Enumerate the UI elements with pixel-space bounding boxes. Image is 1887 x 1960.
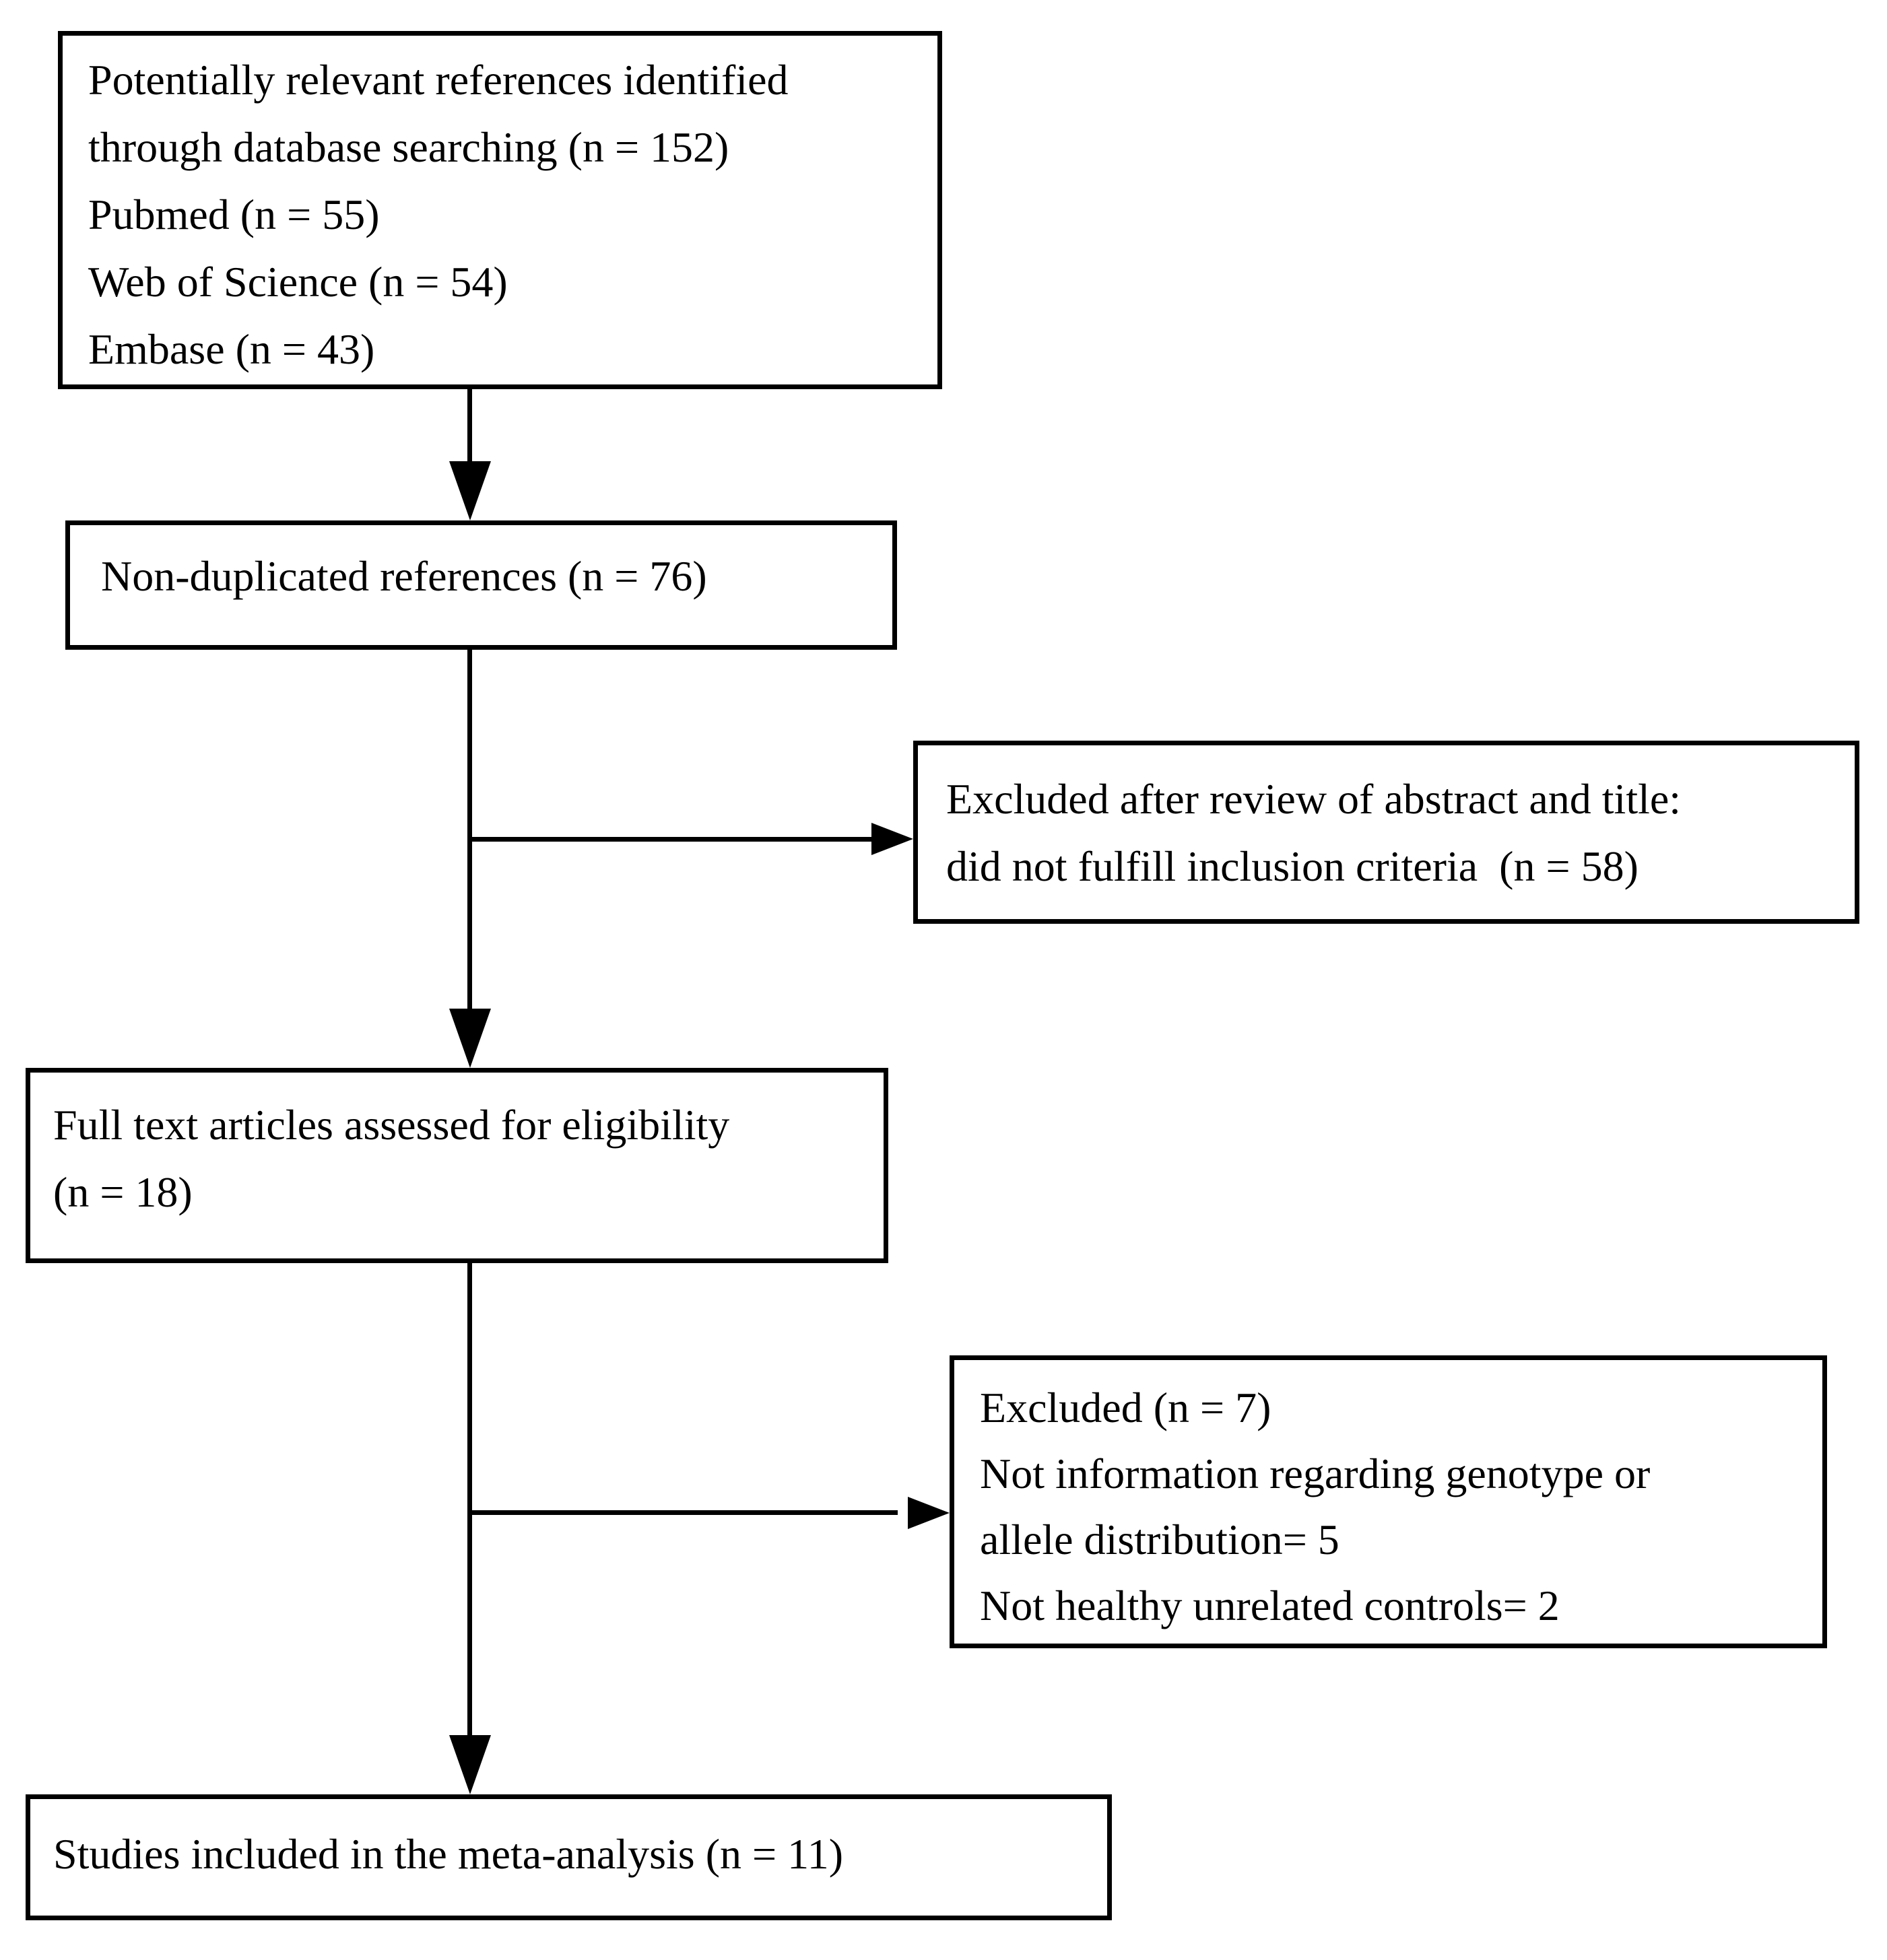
arrowhead-down-1 (449, 461, 491, 520)
connector-line-down-2 (467, 648, 472, 1015)
box-text-line: allele distribution= 5 (980, 1516, 1339, 1563)
deduplication-box: Non-duplicated references (n = 76) (65, 520, 897, 650)
fulltext-assessment-box: Full text articles assessed for eligibil… (26, 1068, 888, 1263)
included-studies-box: Studies included in the meta-analysis (n… (26, 1794, 1112, 1920)
box-text-line: Full text articles assessed for eligibil… (53, 1101, 730, 1149)
box-text-line: Not healthy unrelated controls= 2 (980, 1582, 1560, 1629)
abstract-exclusion-box: Excluded after review of abstract and ti… (913, 741, 1859, 924)
connector-line-down-1 (467, 386, 472, 471)
arrowhead-down-3 (449, 1735, 491, 1794)
connector-line-branch-1 (470, 837, 878, 842)
box-text-line: did not fulfill inclusion criteria (n = … (946, 842, 1638, 890)
arrowhead-right-1 (871, 823, 913, 855)
box-text-line: Not information regarding genotype or (980, 1450, 1651, 1497)
box-text-line: Excluded (n = 7) (980, 1384, 1271, 1431)
identification-box: Potentially relevant references identifi… (58, 31, 942, 389)
box-text-line: through database searching (n = 152) (88, 123, 729, 171)
box-text-line: Pubmed (n = 55) (88, 191, 380, 238)
connector-line-down-3 (467, 1261, 472, 1743)
connector-line-branch-2 (470, 1510, 898, 1515)
box-text-line: Potentially relevant references identifi… (88, 56, 789, 104)
arrowhead-right-2 (908, 1497, 950, 1529)
box-text-line: Web of Science (n = 54) (88, 258, 508, 306)
box-text-line: Excluded after review of abstract and ti… (946, 775, 1682, 823)
fulltext-exclusion-box: Excluded (n = 7) Not information regardi… (950, 1355, 1827, 1648)
box-text-line: Embase (n = 43) (88, 325, 375, 373)
arrowhead-down-2 (449, 1009, 491, 1068)
box-text-line: Non-duplicated references (n = 76) (101, 552, 707, 600)
box-text-line: Studies included in the meta-analysis (n… (53, 1830, 844, 1878)
box-text-line: (n = 18) (53, 1168, 193, 1216)
